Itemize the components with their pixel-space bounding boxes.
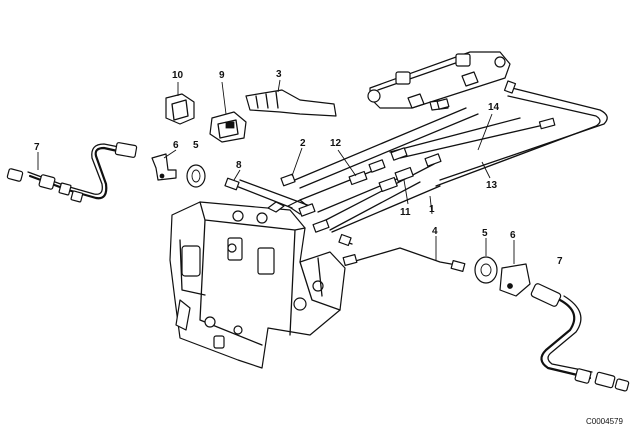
bracket-10 [165, 93, 195, 125]
clamp-3 [245, 89, 337, 117]
right-brake-hose [530, 283, 630, 392]
callout-4: 4 [432, 226, 438, 237]
pipe-fittings [224, 80, 556, 273]
leader-lines [37, 79, 515, 264]
callout-10: 10 [172, 70, 184, 81]
hydraulic-unit [169, 199, 346, 369]
callout-7-left: 7 [34, 142, 40, 153]
callout-5-right: 5 [482, 228, 488, 239]
callout-3: 3 [276, 69, 282, 80]
callout-6-right: 6 [510, 230, 516, 241]
callout-13: 13 [486, 180, 498, 191]
left-brake-hose [6, 142, 138, 203]
callout-14: 14 [488, 102, 500, 113]
bracket-9 [209, 111, 247, 143]
callout-8: 8 [236, 160, 242, 171]
diagram-code: C0004579 [586, 417, 623, 426]
right-bracket [499, 263, 531, 297]
callout-11: 11 [400, 207, 411, 218]
callout-12: 12 [330, 138, 342, 149]
callout-6-left: 6 [173, 140, 179, 151]
callout-7-right: 7 [557, 256, 563, 267]
brake-pipes [235, 87, 608, 267]
callout-9: 9 [219, 70, 225, 81]
callout-5-left: 5 [193, 140, 199, 151]
callout-2: 2 [300, 138, 306, 149]
callout-numbers: 10 9 3 7 6 5 8 2 12 14 13 11 1 4 5 6 7 C… [34, 69, 623, 426]
left-grommet [186, 164, 206, 188]
right-grommet [474, 256, 498, 284]
callout-1: 1 [429, 204, 435, 215]
